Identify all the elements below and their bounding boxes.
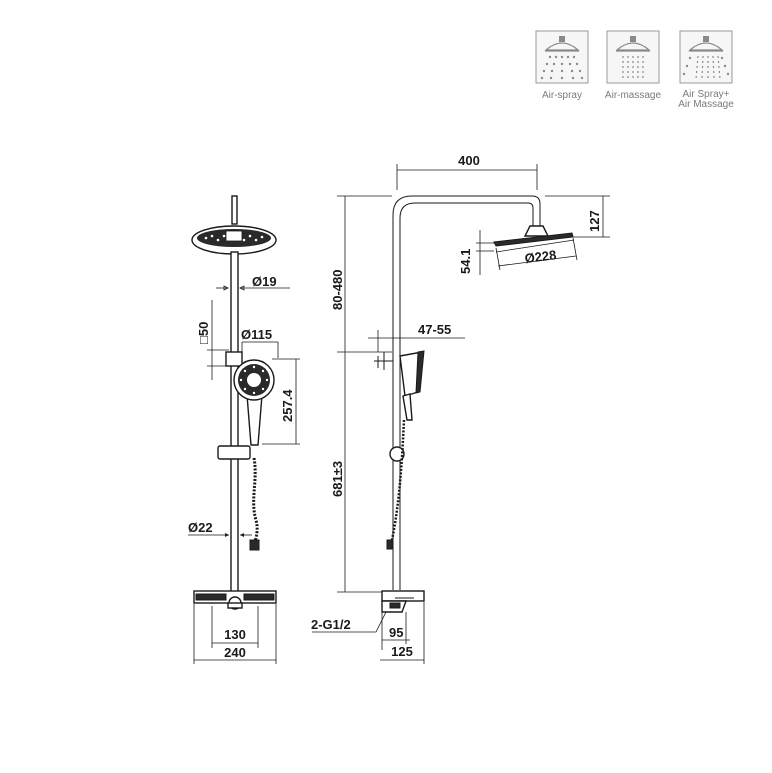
inlet-thread-label: 2-G1/2 (311, 617, 351, 632)
front-view: Ø19 □50 Ø115 257.4 (188, 195, 300, 664)
wall-offset-label: 47-55 (418, 322, 451, 337)
spray-mode-label: Air Massage (678, 99, 734, 110)
hand-shower-front (233, 359, 275, 446)
shelf-mixer-side (381, 590, 425, 613)
inlet-spacing-label: 130 (224, 627, 246, 642)
bar-diameter-label: Ø22 (188, 520, 213, 535)
air-spray-shower-icon (535, 30, 589, 84)
hand-shower-side (399, 350, 425, 421)
height-adjust-label: 80-480 (330, 270, 345, 310)
head-drop-label: 127 (587, 210, 602, 232)
air-spray-massage-shower-icon (679, 30, 733, 84)
inlet-depth-label: 95 (389, 625, 403, 640)
spray-mode-label: Air-spray (542, 90, 582, 101)
hand-shower-diameter-label: Ø115 (241, 327, 272, 342)
overhead-shower-front (191, 225, 277, 255)
hand-shower-length-label: 257.4 (280, 389, 295, 422)
wall-bracket-side (374, 352, 393, 370)
shelf-width-label: 240 (224, 645, 246, 660)
spray-mode-legend: Air-spray Air-massage (535, 30, 734, 110)
arm-reach-label: 400 (458, 153, 480, 168)
slider-size-label: □50 (196, 322, 211, 344)
shelf-mixer-front (193, 590, 277, 610)
side-view: 400 127 54.1 Ø228 80-480 681±3 (311, 153, 610, 664)
overhead-shower-side (493, 225, 574, 247)
head-thickness-label: 54.1 (458, 249, 473, 274)
pipe-diameter-label: Ø19 (252, 274, 277, 289)
spray-mode-label: Air-massage (605, 90, 662, 101)
spray-mode-label: Air Spray+ (683, 89, 730, 100)
head-diameter-label: Ø228 (524, 247, 557, 266)
mixer-to-bracket-label: 681±3 (330, 461, 345, 497)
air-massage-shower-icon (606, 30, 660, 84)
total-depth-label: 125 (391, 644, 413, 659)
